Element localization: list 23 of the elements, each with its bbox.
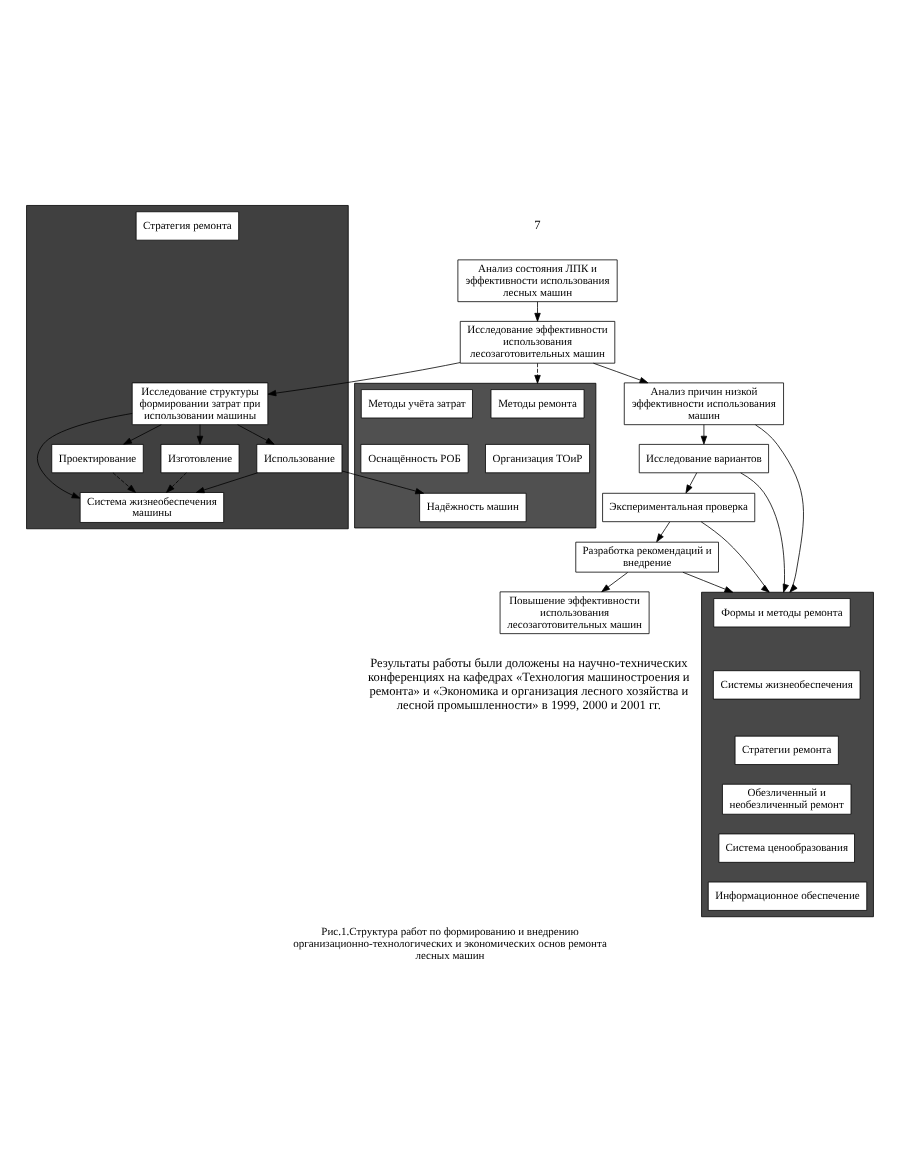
arrow (740, 471, 789, 592)
arrow (534, 361, 541, 383)
cluster (354, 381, 597, 528)
arrow (166, 471, 187, 492)
arrow (682, 570, 734, 592)
arrow (685, 471, 698, 493)
cluster (701, 590, 874, 917)
arrow (593, 361, 649, 383)
arrow (700, 520, 770, 592)
arrow (37, 412, 133, 498)
arrow (700, 423, 708, 444)
arrow (534, 300, 541, 321)
cluster (26, 204, 349, 529)
arrow (601, 571, 629, 592)
arrow (267, 361, 461, 396)
arrow (237, 423, 275, 444)
arrow (112, 471, 136, 492)
arrow (195, 471, 258, 493)
arrow (341, 469, 424, 494)
arrow (196, 423, 204, 444)
arrow (123, 423, 162, 444)
arrow (755, 423, 804, 592)
arrow (656, 520, 671, 542)
